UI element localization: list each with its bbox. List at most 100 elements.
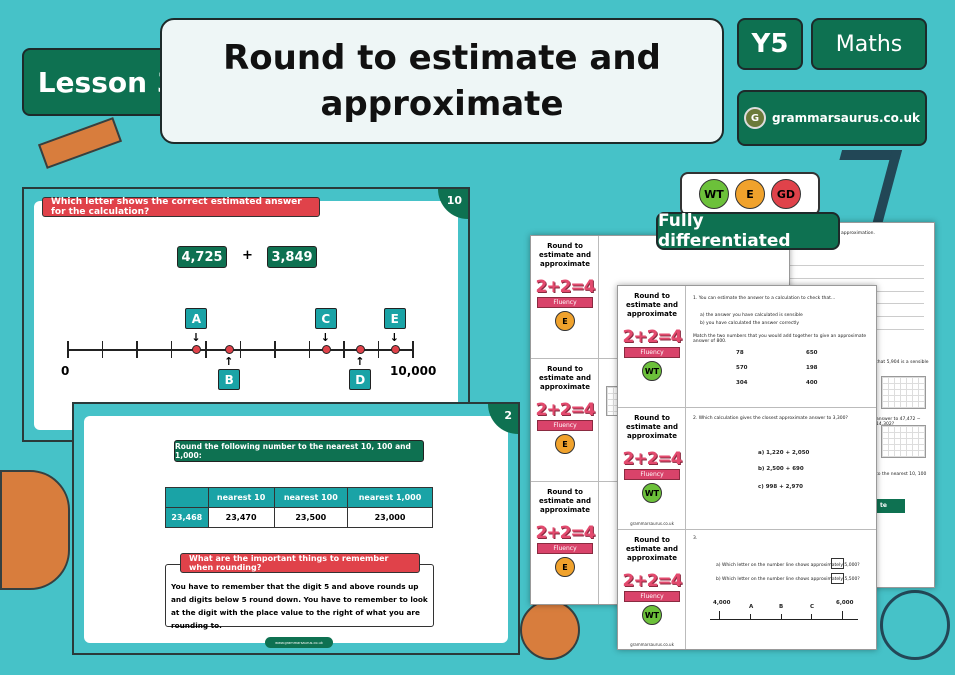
nl-letter: C xyxy=(810,604,815,610)
point-b xyxy=(225,345,235,354)
equation-graphic: 2+2=4 xyxy=(622,449,683,469)
match-value[interactable]: 304 xyxy=(736,380,748,386)
nl-letter: B xyxy=(779,604,784,610)
letter-e-button[interactable]: E xyxy=(383,308,406,329)
number-line-tick xyxy=(308,341,310,358)
letter-b-button[interactable]: B xyxy=(218,369,241,390)
decor-shape xyxy=(880,590,950,660)
row-title: Round to estimate and approximate xyxy=(539,365,591,391)
number-line-tick xyxy=(205,341,207,358)
subject-label: Maths xyxy=(835,31,903,57)
fd-text: Fully differentiated xyxy=(658,211,791,251)
wt-badge-icon: WT xyxy=(699,179,729,209)
number-line-tick xyxy=(101,341,103,358)
number-line-tick xyxy=(274,341,276,358)
rounding-table: nearest 10 nearest 100 nearest 1,000 23,… xyxy=(165,487,433,528)
number-line-tick xyxy=(239,341,241,358)
wt-badge-icon: WT xyxy=(642,605,662,625)
q3-number-line xyxy=(710,619,858,620)
fluency-label: Fluency xyxy=(624,591,680,602)
letter-a-button[interactable]: A xyxy=(185,308,208,329)
page-title: Round to estimate and approximate xyxy=(160,18,724,144)
q1-b: b) you have calculated the answer correc… xyxy=(700,321,800,326)
slide-instruction: Round the following number to the neares… xyxy=(174,440,424,462)
fluency-label: Fluency xyxy=(537,543,593,554)
match-value[interactable]: 570 xyxy=(736,365,748,371)
table-cell: 23,470 xyxy=(207,507,275,528)
brand-badge: G grammarsaurus.co.uk xyxy=(737,90,927,146)
letter-c-button[interactable]: C xyxy=(314,308,337,329)
back-question-4: to the nearest 10, 100 xyxy=(876,472,927,477)
arrow-icon: ↑ xyxy=(355,355,365,368)
table-header-row: nearest 10 nearest 100 nearest 1,000 xyxy=(165,487,433,508)
number-line-tick xyxy=(412,341,414,358)
addend-a: 4,725 xyxy=(177,246,227,268)
fluency-label: Fluency xyxy=(624,347,680,358)
match-value[interactable]: 650 xyxy=(806,350,818,356)
e-badge-icon: E xyxy=(555,434,575,454)
arrow-icon: ↓ xyxy=(389,331,399,344)
q3-a: a) Which letter on the number line shows… xyxy=(716,563,860,568)
q3-number: 3. xyxy=(693,536,698,541)
decor-shape xyxy=(37,117,123,169)
number-line-tick xyxy=(67,341,69,358)
back-table-header: te xyxy=(877,499,905,513)
decor-shape xyxy=(520,600,580,660)
number-line: ↓A↑B↓C↑D↓E xyxy=(67,308,414,390)
rounding-question: What are the important things to remembe… xyxy=(180,553,420,573)
title-text: Round to estimate and approximate xyxy=(223,38,661,124)
e-badge-icon: E xyxy=(735,179,765,209)
row-footer: grammarsaurus.co.uk xyxy=(630,642,674,647)
equation-graphic: 2+2=4 xyxy=(535,400,596,420)
q1-intro: 1. You can estimate the answer to a calc… xyxy=(693,296,836,301)
rounding-answer: You have to remember that the digit 5 an… xyxy=(171,582,428,630)
match-value[interactable]: 400 xyxy=(806,380,818,386)
q1-a: a) the answer you have calculated is sen… xyxy=(700,313,803,318)
nl-start-label: 4,000 xyxy=(713,600,731,606)
fully-differentiated-label: Fully differentiated xyxy=(656,211,840,251)
differentiation-badges: WT E GD xyxy=(680,172,820,216)
table-cell: 23,468 xyxy=(165,507,209,528)
e-badge-icon: E xyxy=(555,311,575,331)
arrow-icon: ↑ xyxy=(224,355,234,368)
equation-graphic: 2+2=4 xyxy=(535,523,596,543)
gd-badge-icon: GD xyxy=(771,179,801,209)
fluency-label: Fluency xyxy=(537,420,593,431)
wt-badge-icon: WT xyxy=(642,361,662,381)
e-badge-icon: E xyxy=(555,557,575,577)
row-title: Round to estimate and approximate xyxy=(539,488,591,514)
q3-a-answer-box[interactable] xyxy=(831,558,844,569)
table-header xyxy=(165,487,209,508)
lesson-label: Lesson 3 xyxy=(37,65,177,99)
year-badge: Y5 xyxy=(737,18,803,70)
slide-question: Which letter shows the correct estimated… xyxy=(42,197,320,217)
row-title: Round to estimate and approximate xyxy=(626,292,678,318)
year-label: Y5 xyxy=(751,29,789,59)
decor-shape xyxy=(0,470,70,590)
back-question-2: that 5,904 is a sensible xyxy=(876,360,929,365)
q2-text: 2. Which calculation gives the closest a… xyxy=(693,416,848,421)
letter-d-button[interactable]: D xyxy=(349,369,372,390)
back-question-1: approximation. xyxy=(841,231,875,236)
q2-option[interactable]: b) 2,500 + 690 xyxy=(758,466,804,472)
wt-badge-icon: WT xyxy=(642,483,662,503)
q2-option[interactable]: a) 1,220 + 2,050 xyxy=(758,450,810,456)
q3-b-answer-box[interactable] xyxy=(831,573,844,584)
row-title: Round to estimate and approximate xyxy=(539,242,591,268)
slide-10: 10 Which letter shows the correct estima… xyxy=(22,187,470,442)
match-value[interactable]: 78 xyxy=(736,350,744,356)
addend-b: 3,849 xyxy=(267,246,317,268)
max-label: 10,000 xyxy=(390,364,437,378)
row-title: Round to estimate and approximate xyxy=(626,414,678,440)
subject-badge: Maths xyxy=(811,18,927,70)
slide-footer: www.grammarsaurus.co.uk xyxy=(265,637,333,648)
nl-end-label: 6,000 xyxy=(836,600,854,606)
q2-option[interactable]: c) 998 + 2,970 xyxy=(758,484,804,490)
table-header: nearest 1,000 xyxy=(347,487,433,508)
table-header: nearest 10 xyxy=(207,487,275,508)
min-label: 0 xyxy=(61,364,70,378)
number-line-tick xyxy=(343,341,345,358)
arrow-icon: ↓ xyxy=(191,331,201,344)
match-value[interactable]: 198 xyxy=(806,365,818,371)
